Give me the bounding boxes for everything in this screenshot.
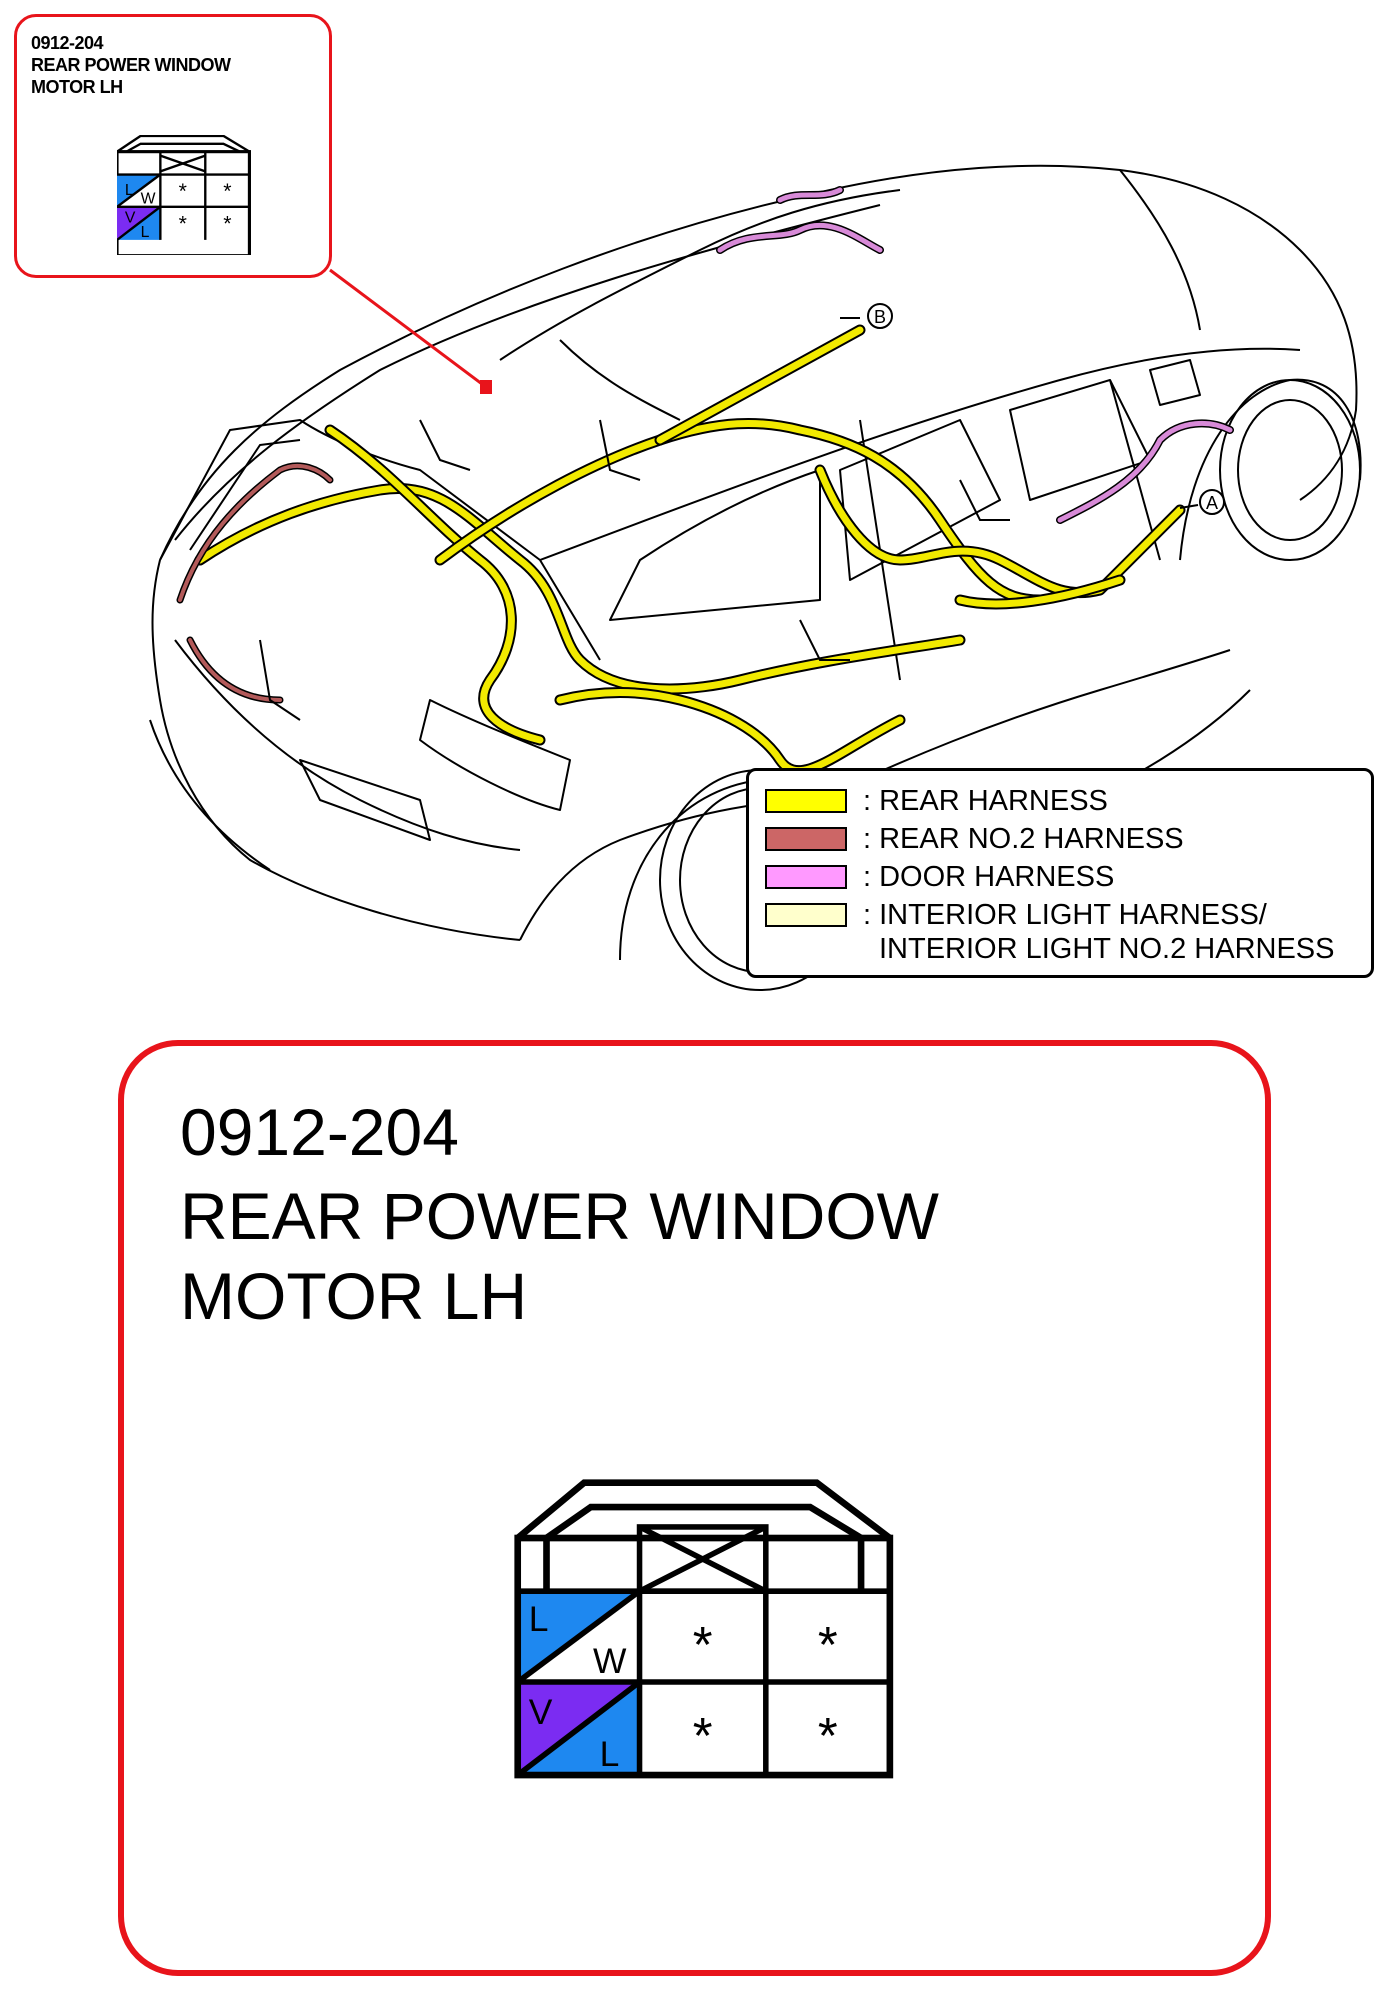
connector-code-large: 0912-204 xyxy=(180,1095,459,1169)
legend-label-interior-light-no2-harness: INTERIOR LIGHT NO.2 HARNESS xyxy=(879,933,1335,965)
legend-item-door-harness: :DOOR HARNESS xyxy=(765,861,1365,893)
legend-label-rear-harness: REAR HARNESS xyxy=(879,785,1108,817)
unused-pin-mark: * xyxy=(693,1616,713,1673)
pin-2-color-bottom: L xyxy=(600,1734,620,1774)
marker-b-label: B xyxy=(874,307,886,327)
legend-item-rear-no2-harness: :REAR NO.2 HARNESS xyxy=(765,823,1365,855)
svg-text:*: * xyxy=(223,211,231,235)
legend-label-rear-no2-harness: REAR NO.2 HARNESS xyxy=(879,823,1184,855)
legend-swatch-door-harness xyxy=(765,865,847,889)
unused-pin-mark: * xyxy=(693,1707,713,1764)
connector-location xyxy=(480,380,492,394)
legend-swatch-rear-harness xyxy=(765,789,847,813)
connector-face-large: L W V L * * * * xyxy=(514,1479,894,1779)
marker-a-label: A xyxy=(1206,493,1218,513)
legend-label-interior-light-harness: INTERIOR LIGHT HARNESS/ xyxy=(879,899,1267,931)
svg-text:*: * xyxy=(223,179,231,203)
legend-swatch-rear-no2-harness xyxy=(765,827,847,851)
harness-legend: :REAR HARNESS :REAR NO.2 HARNESS :DOOR H… xyxy=(746,768,1374,978)
legend-item-rear-harness: :REAR HARNESS xyxy=(765,785,1365,817)
connector-title-line1: REAR POWER WINDOW xyxy=(31,55,231,75)
rear-harness-wiring xyxy=(194,324,1186,777)
svg-text:*: * xyxy=(179,179,187,203)
rear-no2-harness-wiring xyxy=(176,462,334,704)
connector-title-line2: MOTOR LH xyxy=(31,77,123,97)
thin-wiring xyxy=(259,189,1010,721)
unused-pin-mark: * xyxy=(818,1707,838,1764)
connector-housing xyxy=(515,1479,892,1592)
marker-b: B xyxy=(840,303,893,329)
svg-text:*: * xyxy=(179,211,187,235)
connector-code: 0912-204 xyxy=(31,33,104,53)
legend-item-interior-light-harness: :INTERIOR LIGHT HARNESS/ INTERIOR LIGHT … xyxy=(765,899,1365,969)
legend-swatch-interior-light-harness xyxy=(765,903,847,927)
connector-callout-large: 0912-204 REAR POWER WINDOW MOTOR LH xyxy=(118,1040,1271,1976)
connector-title-line2-large: MOTOR LH xyxy=(180,1259,528,1333)
svg-text:L: L xyxy=(125,182,134,199)
svg-text:W: W xyxy=(141,191,156,208)
connector-callout-small: 0912-204 REAR POWER WINDOW MOTOR LH L W … xyxy=(14,14,332,278)
connector-face-small: L W V L * * * * xyxy=(117,135,251,255)
svg-text:L: L xyxy=(141,224,150,241)
legend-label-door-harness: DOOR HARNESS xyxy=(879,861,1115,893)
connector-title-line1-large: REAR POWER WINDOW xyxy=(180,1179,939,1253)
unused-pin-mark: * xyxy=(818,1616,838,1673)
svg-text:V: V xyxy=(125,210,136,227)
pin-1-color-bottom: W xyxy=(593,1641,627,1681)
pin-2-wire-color-top xyxy=(517,1682,640,1776)
pin-2-color-top: V xyxy=(529,1692,553,1732)
marker-a: A xyxy=(1179,489,1225,515)
door-harness-wiring xyxy=(716,186,1234,524)
pin-1-color-top: L xyxy=(529,1599,549,1639)
connector-grid xyxy=(514,1524,894,1779)
callout-leader-line xyxy=(329,268,491,392)
